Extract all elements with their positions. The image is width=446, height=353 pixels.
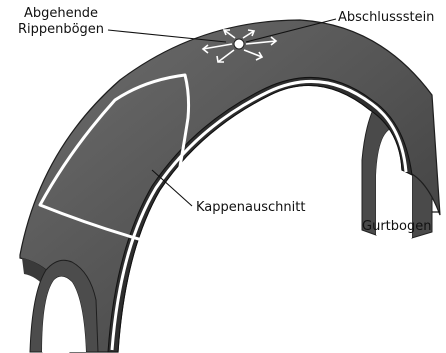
label-outgoing-ribs-line1: Abgehende: [6, 6, 116, 22]
label-outgoing-ribs-line2: Rippenbögen: [6, 22, 116, 38]
label-outgoing-ribs: Abgehende Rippenbögen: [6, 6, 116, 38]
keystone-marker: [234, 39, 244, 49]
label-transverse-arch: Gurtbogen: [362, 219, 431, 235]
label-keystone: Abschlussstein: [338, 10, 434, 26]
label-cap-section: Kappenauschnitt: [196, 200, 305, 216]
